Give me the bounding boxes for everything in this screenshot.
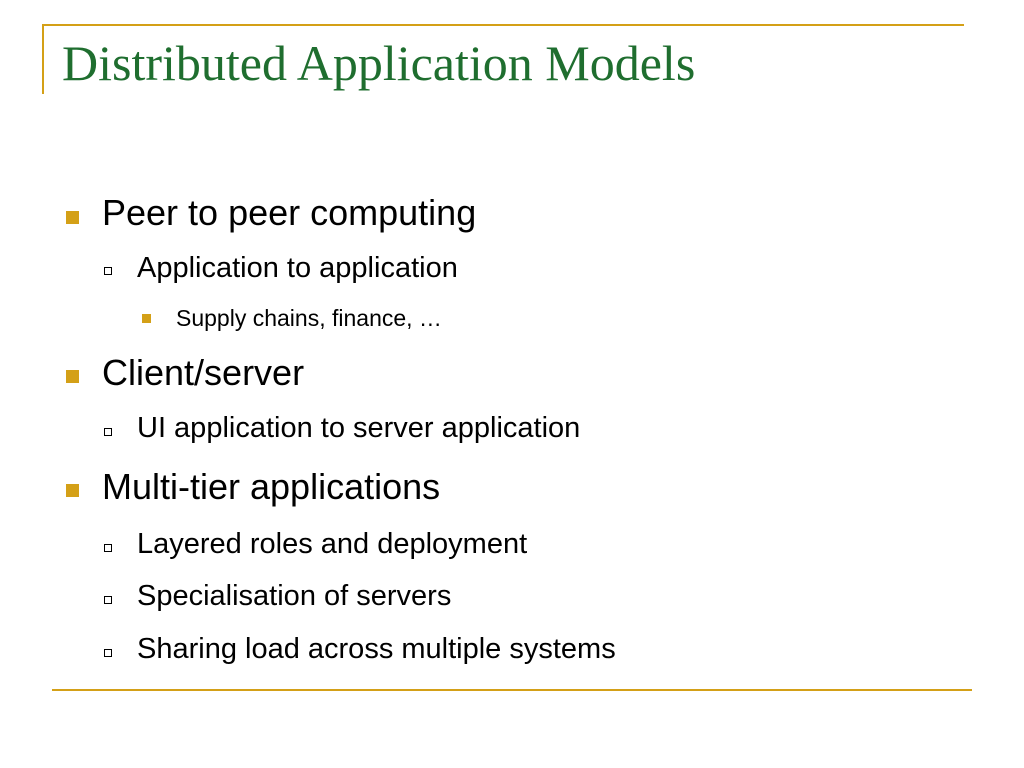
- bullet-item: UI application to server application: [137, 412, 581, 444]
- hollow-square-bullet-icon: [104, 267, 112, 275]
- slide-title: Distributed Application Models: [62, 35, 696, 91]
- hollow-square-bullet-icon: [104, 544, 112, 552]
- bullet-item: Sharing load across multiple systems: [137, 633, 616, 665]
- footer-divider-line: [52, 689, 972, 691]
- bullet-item: Layered roles and deployment: [137, 528, 528, 560]
- square-bullet-icon: [66, 211, 79, 224]
- bullet-item: Application to application: [137, 252, 458, 284]
- square-bullet-icon: [66, 370, 79, 383]
- hollow-square-bullet-icon: [104, 649, 112, 657]
- bullet-item: Specialisation of servers: [137, 580, 452, 612]
- square-bullet-icon: [66, 484, 79, 497]
- bullet-item: Client/server: [102, 352, 305, 393]
- square-bullet-icon: [142, 314, 151, 323]
- hollow-square-bullet-icon: [104, 596, 112, 604]
- hollow-square-bullet-icon: [104, 428, 112, 436]
- bullet-item: Supply chains, finance, …: [176, 305, 442, 331]
- frame-top-line: [42, 24, 964, 26]
- frame-left-line: [42, 24, 44, 94]
- bullet-item: Peer to peer computing: [102, 192, 477, 233]
- bullet-item: Multi-tier applications: [102, 466, 441, 507]
